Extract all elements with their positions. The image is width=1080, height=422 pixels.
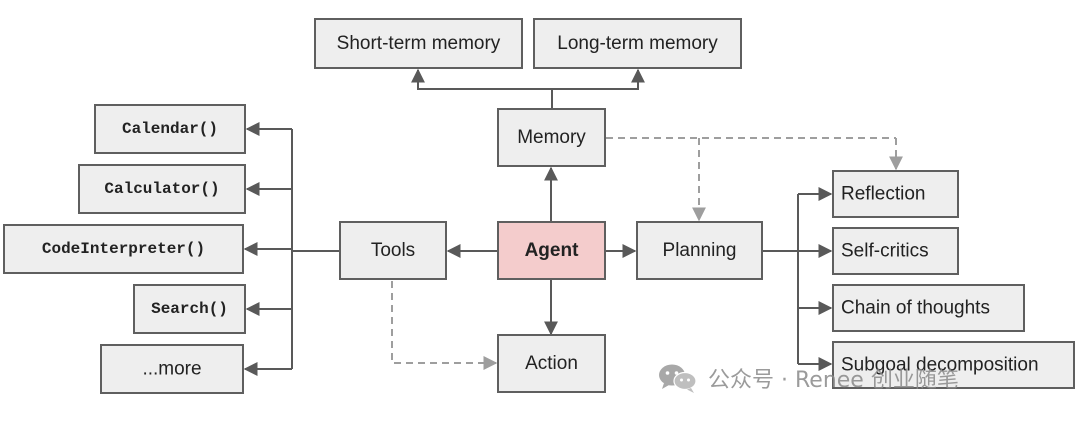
node-label: Reflection [841, 184, 926, 205]
edge-tools-to-action-dashed [391, 281, 498, 370]
node-tools: Tools [339, 221, 447, 280]
node-label: Tools [371, 240, 415, 261]
node-action: Action [497, 334, 606, 393]
node-short-term-memory: Short-term memory [314, 18, 523, 69]
watermark-text: 公众号 · Renee 创业随笔 [708, 368, 959, 393]
edge-memory-to-short-term-memory [411, 68, 553, 108]
node-label: CodeInterpreter() [42, 240, 205, 258]
node-self-critics: Self-critics [832, 227, 959, 275]
node-subgoal-decomposition: Subgoal decomposition [832, 341, 1075, 389]
node-label: Search() [151, 300, 228, 318]
node-agent: Agent [497, 221, 606, 280]
node-label: Subgoal decomposition [841, 355, 1039, 376]
node-label: Chain of thoughts [841, 298, 990, 319]
node-label: Planning [663, 240, 737, 261]
wechat-icon [659, 364, 697, 393]
edge-memory-to-planning-dashed [606, 137, 896, 220]
node-code-interpreter: CodeInterpreter() [3, 224, 244, 274]
node-reflection: Reflection [832, 170, 959, 218]
node-calculator: Calculator() [78, 164, 246, 214]
node-memory: Memory [497, 108, 606, 167]
edge-planning-trunk [763, 194, 799, 364]
node-label: Calendar() [122, 120, 218, 138]
node-label: Long-term memory [557, 33, 718, 54]
node-label: Calculator() [104, 180, 219, 198]
watermark: 公众号 · Renee 创业随笔 [656, 360, 959, 396]
edges [243, 68, 903, 376]
node-label: Action [525, 353, 578, 374]
node-label: Memory [517, 127, 586, 148]
node-long-term-memory: Long-term memory [533, 18, 742, 69]
node-chain-of-thoughts: Chain of thoughts [832, 284, 1025, 332]
edge-memory-to-long-term-memory [552, 68, 645, 90]
node-label: ...more [142, 359, 201, 380]
node-label: Self-critics [841, 241, 929, 262]
node-calendar: Calendar() [94, 104, 246, 154]
node-label: Short-term memory [337, 33, 501, 54]
edge-tools-trunk [291, 129, 340, 369]
node-more: ...more [100, 344, 244, 394]
node-planning: Planning [636, 221, 763, 280]
node-search: Search() [133, 284, 246, 334]
node-label: Agent [525, 240, 580, 261]
